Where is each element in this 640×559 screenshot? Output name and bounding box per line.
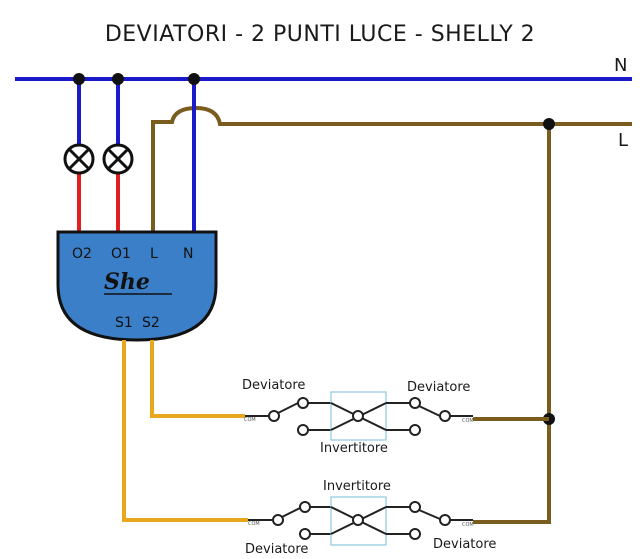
upper-circuit: COM COM — [244, 391, 474, 441]
lamp-icon — [63, 143, 95, 175]
terminal-o1: O1 — [111, 246, 131, 262]
com-label: COM — [462, 418, 474, 424]
terminal-n: N — [183, 246, 193, 262]
lamp-icon — [102, 143, 134, 175]
terminal-l: L — [150, 246, 158, 262]
s1-switch-wire — [122, 340, 248, 522]
upper-left-deviatore-label: Deviatore — [242, 378, 305, 393]
lower-invertitore-label: Invertitore — [323, 479, 391, 494]
upper-invertitore-label: Invertitore — [320, 441, 388, 456]
upper-right-deviatore-label: Deviatore — [407, 380, 470, 395]
terminal-o2: O2 — [72, 246, 92, 262]
lower-right-deviatore-label: Deviatore — [433, 537, 496, 552]
com-label: COM — [248, 521, 260, 527]
live-line-label: L — [618, 130, 628, 151]
terminal-s2: S2 — [142, 315, 160, 331]
neutral-line-label: N — [614, 55, 627, 76]
diagram-title: DEVIATORI - 2 PUNTI LUCE - SHELLY 2 — [104, 22, 536, 47]
live-junction-top — [543, 118, 555, 130]
shelly-device — [56, 230, 218, 342]
live-line — [151, 105, 632, 232]
s2-switch-wire — [150, 340, 245, 418]
lower-circuit: COM COM — [248, 496, 474, 546]
neutral-junction-2 — [112, 73, 124, 85]
neutral-junction-3 — [188, 73, 200, 85]
terminal-s1: S1 — [115, 315, 133, 331]
lower-left-deviatore-label: Deviatore — [245, 542, 308, 557]
com-label: COM — [462, 522, 474, 528]
neutral-junction-1 — [73, 73, 85, 85]
com-label: COM — [244, 417, 256, 423]
shelly-logo: She — [104, 269, 150, 295]
